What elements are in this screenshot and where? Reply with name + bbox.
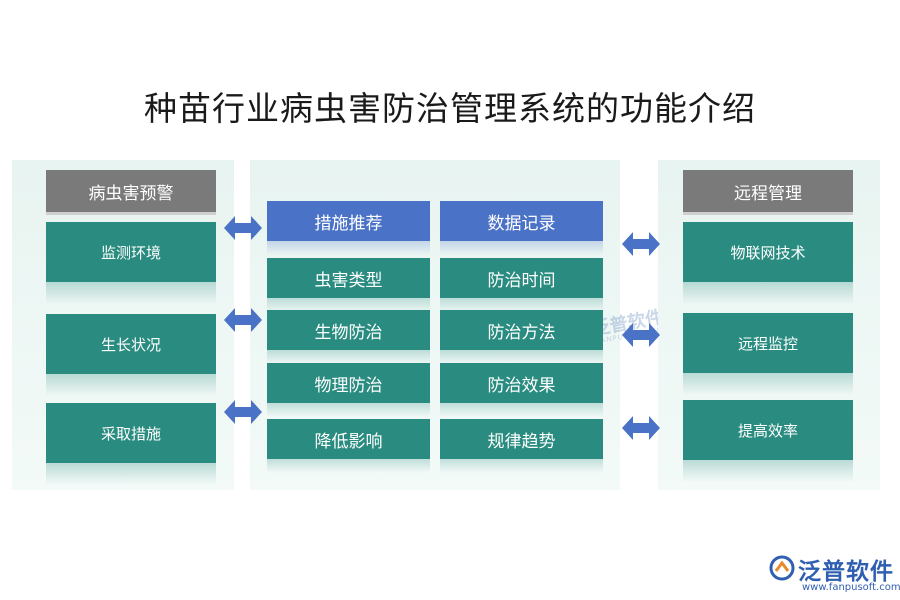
- brand-logo-icon: [769, 555, 795, 581]
- double-arrow-icon: [224, 400, 262, 424]
- left-item-measures: 采取措施: [46, 403, 216, 485]
- right-item-efficiency: 提高效率: [683, 400, 853, 482]
- right-panel: 远程管理 物联网技术 远程监控 提高效率: [658, 160, 880, 490]
- left-panel: 病虫害预警 监测环境 生长状况 采取措施: [12, 160, 234, 490]
- brand-logo: 泛普软件 www.fanpusoft.com: [768, 552, 900, 598]
- center-tile-bio: 生物防治: [267, 310, 430, 364]
- brand-name: 泛普软件: [798, 559, 894, 585]
- center-tile-pest-type: 虫害类型: [267, 258, 430, 312]
- right-item-iot: 物联网技术: [683, 222, 853, 304]
- center-tile-time: 防治时间: [440, 258, 603, 312]
- center-tile-reduce: 降低影响: [267, 419, 430, 473]
- page-title: 种苗行业病虫害防治管理系统的功能介绍: [144, 89, 756, 128]
- double-arrow-icon: [224, 308, 262, 332]
- left-header: 病虫害预警: [46, 170, 216, 215]
- center-tile-physical: 物理防治: [267, 363, 430, 417]
- center-panel: 泛普软件 FANPU SOFTWARE 措施推荐 数据记录 虫害类型 防治时间 …: [250, 160, 674, 490]
- center-tile-records: 数据记录: [440, 201, 603, 255]
- center-tile-recommend: 措施推荐: [267, 201, 430, 255]
- left-item-monitor: 监测环境: [46, 222, 216, 304]
- double-arrow-icon: [622, 323, 660, 347]
- center-tile-method: 防治方法: [440, 310, 603, 364]
- center-tile-effect: 防治效果: [440, 363, 603, 417]
- double-arrow-icon: [622, 232, 660, 256]
- brand-url: www.fanpusoft.com: [802, 582, 900, 593]
- center-tile-trend: 规律趋势: [440, 419, 603, 473]
- double-arrow-icon: [622, 416, 660, 440]
- right-item-remote: 远程监控: [683, 313, 853, 395]
- right-header: 远程管理: [683, 170, 853, 215]
- double-arrow-icon: [224, 216, 262, 240]
- left-item-growth: 生长状况: [46, 314, 216, 396]
